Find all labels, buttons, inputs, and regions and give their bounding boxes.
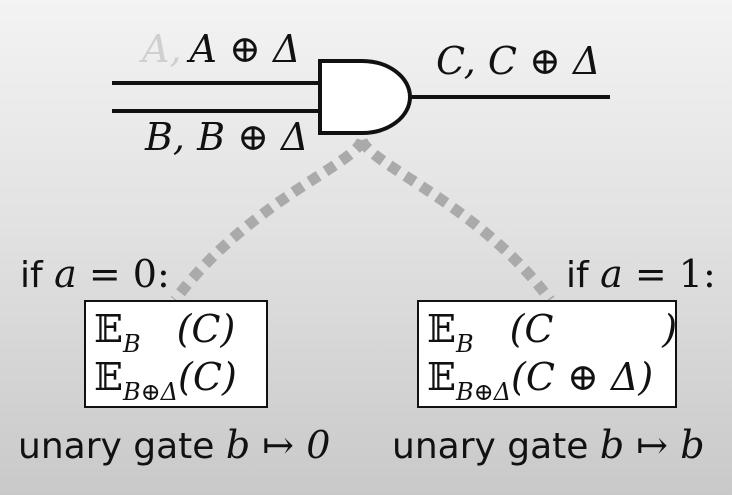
left-row-1: 𝔼B(C) <box>94 307 236 358</box>
right-ciphertext-box: 𝔼B(C ) 𝔼B⊕Δ(C ⊕ Δ) <box>417 300 677 408</box>
dotted-connector-left <box>170 137 368 304</box>
left-condition: if a = 0: <box>20 252 170 296</box>
input-a-masked: A ⊕ Δ <box>189 27 301 71</box>
right-row-1: 𝔼B(C ) <box>427 307 678 358</box>
output-c-label: C, C ⊕ Δ <box>436 39 601 83</box>
and-gate-icon <box>318 59 412 135</box>
dotted-connector-right <box>356 137 555 304</box>
input-a-label: A,A ⊕ Δ <box>142 30 300 68</box>
left-caption: unary gate b ↦ 0 <box>18 423 331 467</box>
left-row-2: 𝔼B⊕Δ(C) <box>94 355 237 406</box>
input-a-faded: A, <box>142 27 182 71</box>
input-b-label: B, B ⊕ Δ <box>145 115 309 159</box>
right-row-2: 𝔼B⊕Δ(C ⊕ Δ) <box>427 355 654 406</box>
left-ciphertext-box: 𝔼B(C) 𝔼B⊕Δ(C) <box>84 300 268 408</box>
right-condition: if a = 1: <box>566 252 716 296</box>
right-caption: unary gate b ↦ b <box>392 423 705 467</box>
